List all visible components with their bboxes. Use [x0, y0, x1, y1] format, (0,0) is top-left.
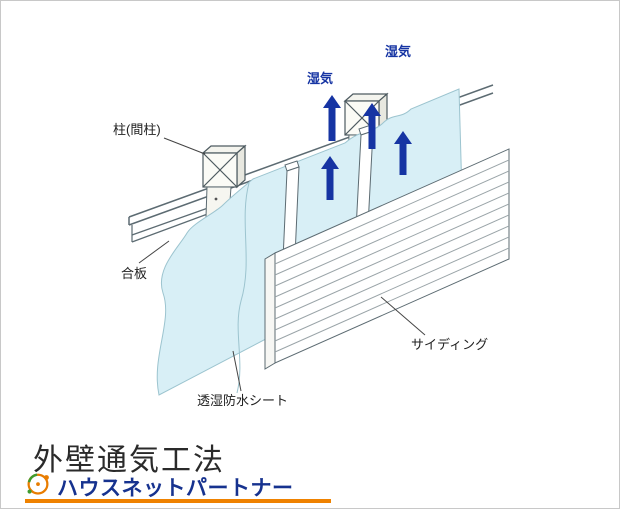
moisture-arrows [321, 95, 412, 200]
brand-name: ハウスネットパートナー [57, 477, 294, 500]
leader-lines [138, 137, 426, 392]
pillar-left [201, 144, 247, 189]
moisture-arrow [394, 131, 412, 175]
siding-panel [264, 148, 510, 370]
label-moisture-left: 湿気 [307, 71, 333, 86]
label-pillar: 柱(間柱) [113, 122, 161, 137]
label-breathable-sheet: 透湿防水シート [197, 393, 288, 408]
diagram-title: 外壁通気工法 [33, 443, 225, 478]
moisture-arrow [323, 95, 341, 141]
brand-underline [25, 499, 331, 503]
label-plywood: 合板 [121, 266, 147, 281]
moisture-arrow [321, 156, 339, 200]
brand-logo-icon [27, 473, 49, 495]
label-siding: サイディング [411, 337, 488, 352]
moisture-arrow [363, 103, 381, 149]
label-moisture-right: 湿気 [385, 44, 411, 59]
wall-ventilation-diagram: 湿気 湿気 柱(間柱) 合板 透湿防水シート サイディング [113, 44, 510, 408]
sheet-crease-line [236, 182, 250, 394]
